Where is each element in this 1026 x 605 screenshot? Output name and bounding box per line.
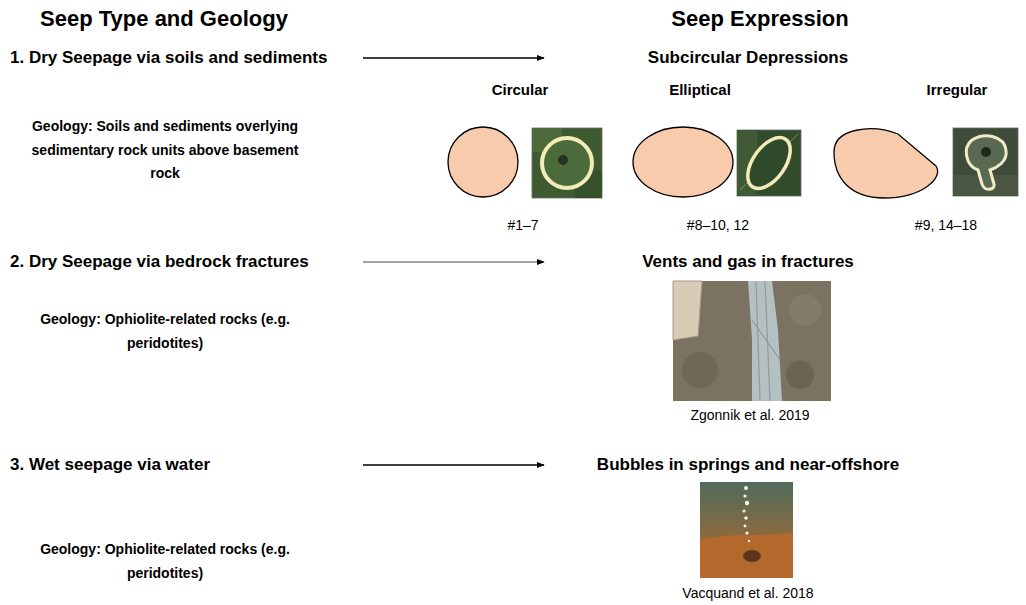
site-number-holder: #9, 14–18 — [881, 217, 1011, 234]
site-number-holder: #8–10, 12 — [653, 217, 783, 234]
citation-holder: Zgonnik et al. 2019 — [640, 407, 860, 424]
site-number: #1–7 — [463, 217, 583, 234]
seep-type-label: 3. Wet seepage via water — [10, 455, 355, 475]
seep-type-box: 2. Dry Seepage via bedrock fractures — [10, 252, 355, 272]
shape-label-holder: Irregular — [897, 81, 1017, 99]
fracture-photo — [673, 281, 831, 401]
shape-label-holder: Elliptical — [640, 81, 760, 99]
seep-expression-box: Bubbles in springs and near-offshore — [548, 455, 948, 475]
seep-expression-box: Vents and gas in fractures — [548, 252, 948, 272]
irregular-photo — [953, 128, 1018, 196]
seep-expression-label: Vents and gas in fractures — [548, 252, 948, 272]
flow-arrow — [363, 464, 544, 465]
geology-note: Geology: Soils and sediments overlying s… — [29, 115, 301, 186]
geology-note-holder: Geology: Soils and sediments overlying s… — [29, 115, 301, 186]
citation-holder: Vacquand et al. 2018 — [638, 585, 858, 602]
shape-label: Irregular — [897, 81, 1017, 99]
circular-photo — [532, 128, 602, 198]
citation: Zgonnik et al. 2019 — [640, 407, 860, 424]
elliptical-depression-shape — [633, 127, 733, 197]
column-heading-holder: Seep Expression — [610, 6, 910, 32]
seep-expression-box: Subcircular Depressions — [548, 48, 948, 68]
bubble-photo — [700, 482, 793, 578]
shape-label: Circular — [460, 81, 580, 99]
irregular-depression-shape — [834, 129, 938, 198]
seep-type-label: 2. Dry Seepage via bedrock fractures — [10, 252, 355, 272]
site-number-holder: #1–7 — [463, 217, 583, 234]
seep-expression-label: Bubbles in springs and near-offshore — [548, 455, 948, 475]
geology-note: Geology: Ophiolite-related rocks (e.g. p… — [29, 308, 301, 355]
site-number: #8–10, 12 — [653, 217, 783, 234]
column-heading: Seep Type and Geology — [0, 6, 334, 32]
seep-expression-label: Subcircular Depressions — [548, 48, 948, 68]
citation: Vacquand et al. 2018 — [638, 585, 858, 602]
site-number: #9, 14–18 — [881, 217, 1011, 234]
geology-note: Geology: Ophiolite-related rocks (e.g. p… — [29, 538, 301, 585]
column-heading-holder: Seep Type and Geology — [0, 6, 334, 32]
shape-label: Elliptical — [640, 81, 760, 99]
circular-depression-shape — [448, 127, 518, 197]
geology-note-holder: Geology: Ophiolite-related rocks (e.g. p… — [29, 308, 301, 355]
elliptical-photo — [737, 130, 801, 196]
shape-label-holder: Circular — [460, 81, 580, 99]
geology-note-holder: Geology: Ophiolite-related rocks (e.g. p… — [29, 538, 301, 585]
column-heading: Seep Expression — [610, 6, 910, 32]
seep-type-box: 1. Dry Seepage via soils and sediments — [10, 48, 355, 68]
flow-arrow — [363, 57, 544, 58]
seep-type-box: 3. Wet seepage via water — [10, 455, 355, 475]
seep-type-label: 1. Dry Seepage via soils and sediments — [10, 48, 355, 68]
flow-arrow — [363, 262, 544, 263]
